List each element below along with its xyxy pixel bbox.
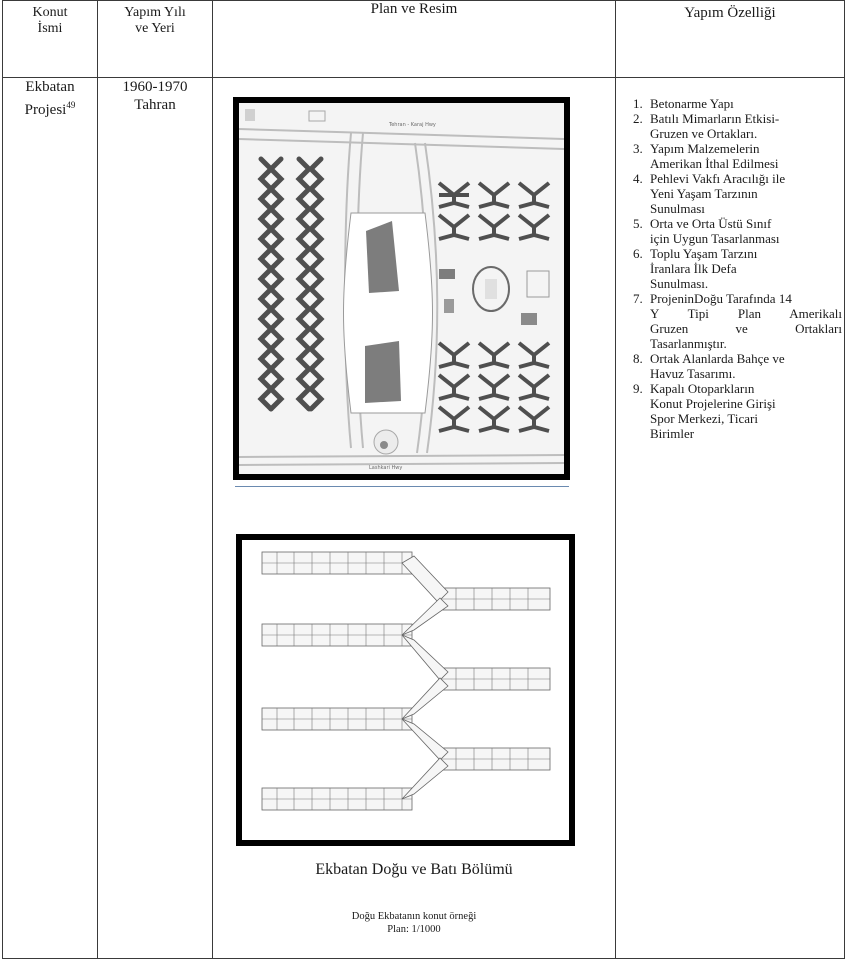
footnote-marker[interactable]: 49 [66,100,76,110]
location-text: Tahran [134,97,176,113]
list-item: Batılı Mimarların Etkisi-Gruzen ve Ortak… [646,111,842,141]
plan-image-cell: Tehran - Karaj Hwy Lashkari Hwy [212,77,616,959]
project-name-line2: Projesi [24,102,67,118]
site-plan-image: Tehran - Karaj Hwy Lashkari Hwy [233,97,570,480]
features-cell: Betonarme Yapı Batılı Mimarların Etkisi-… [615,77,845,959]
header-yapim-ozelligi: Yapım Özelliği [615,0,845,78]
header-konut-text: Konut [32,5,68,20]
project-name-line1: Ekbatan [25,79,75,95]
plan-caption: Ekbatan Doğu ve Batı Bölümü [315,861,513,878]
header-ve-yeri-text: ve Yeri [135,21,175,36]
y-type-floor-plan [242,540,569,840]
plan-sub-caption-line1: Doğu Ekbatanın konut örneği [351,911,477,922]
header-yapim-ozelligi-text: Yapım Özelliği [684,5,776,21]
site-plan-road-label-south: Lashkari Hwy [369,465,402,471]
list-item: Betonarme Yapı [646,96,842,111]
image-separator-line [235,486,569,487]
header-yapim-yili-text: Yapım Yılı [124,5,186,20]
construction-years: 1960-1970 [122,79,188,95]
site-plan-road-label-north: Tehran - Karaj Hwy [388,122,436,128]
header-ismi-text: İsmi [37,21,63,36]
site-plan-map: Tehran - Karaj Hwy Lashkari Hwy [239,103,564,474]
plan-scale-text: Plan: 1/1000 [387,924,441,935]
header-plan-ve-resim: Plan ve Resim [212,0,616,78]
features-list: Betonarme Yapı Batılı Mimarların Etkisi-… [616,78,844,441]
list-item: ProjeninDoğu Tarafında 14Y Tipi Plan Ame… [646,291,842,351]
floor-plan-image [236,534,575,846]
